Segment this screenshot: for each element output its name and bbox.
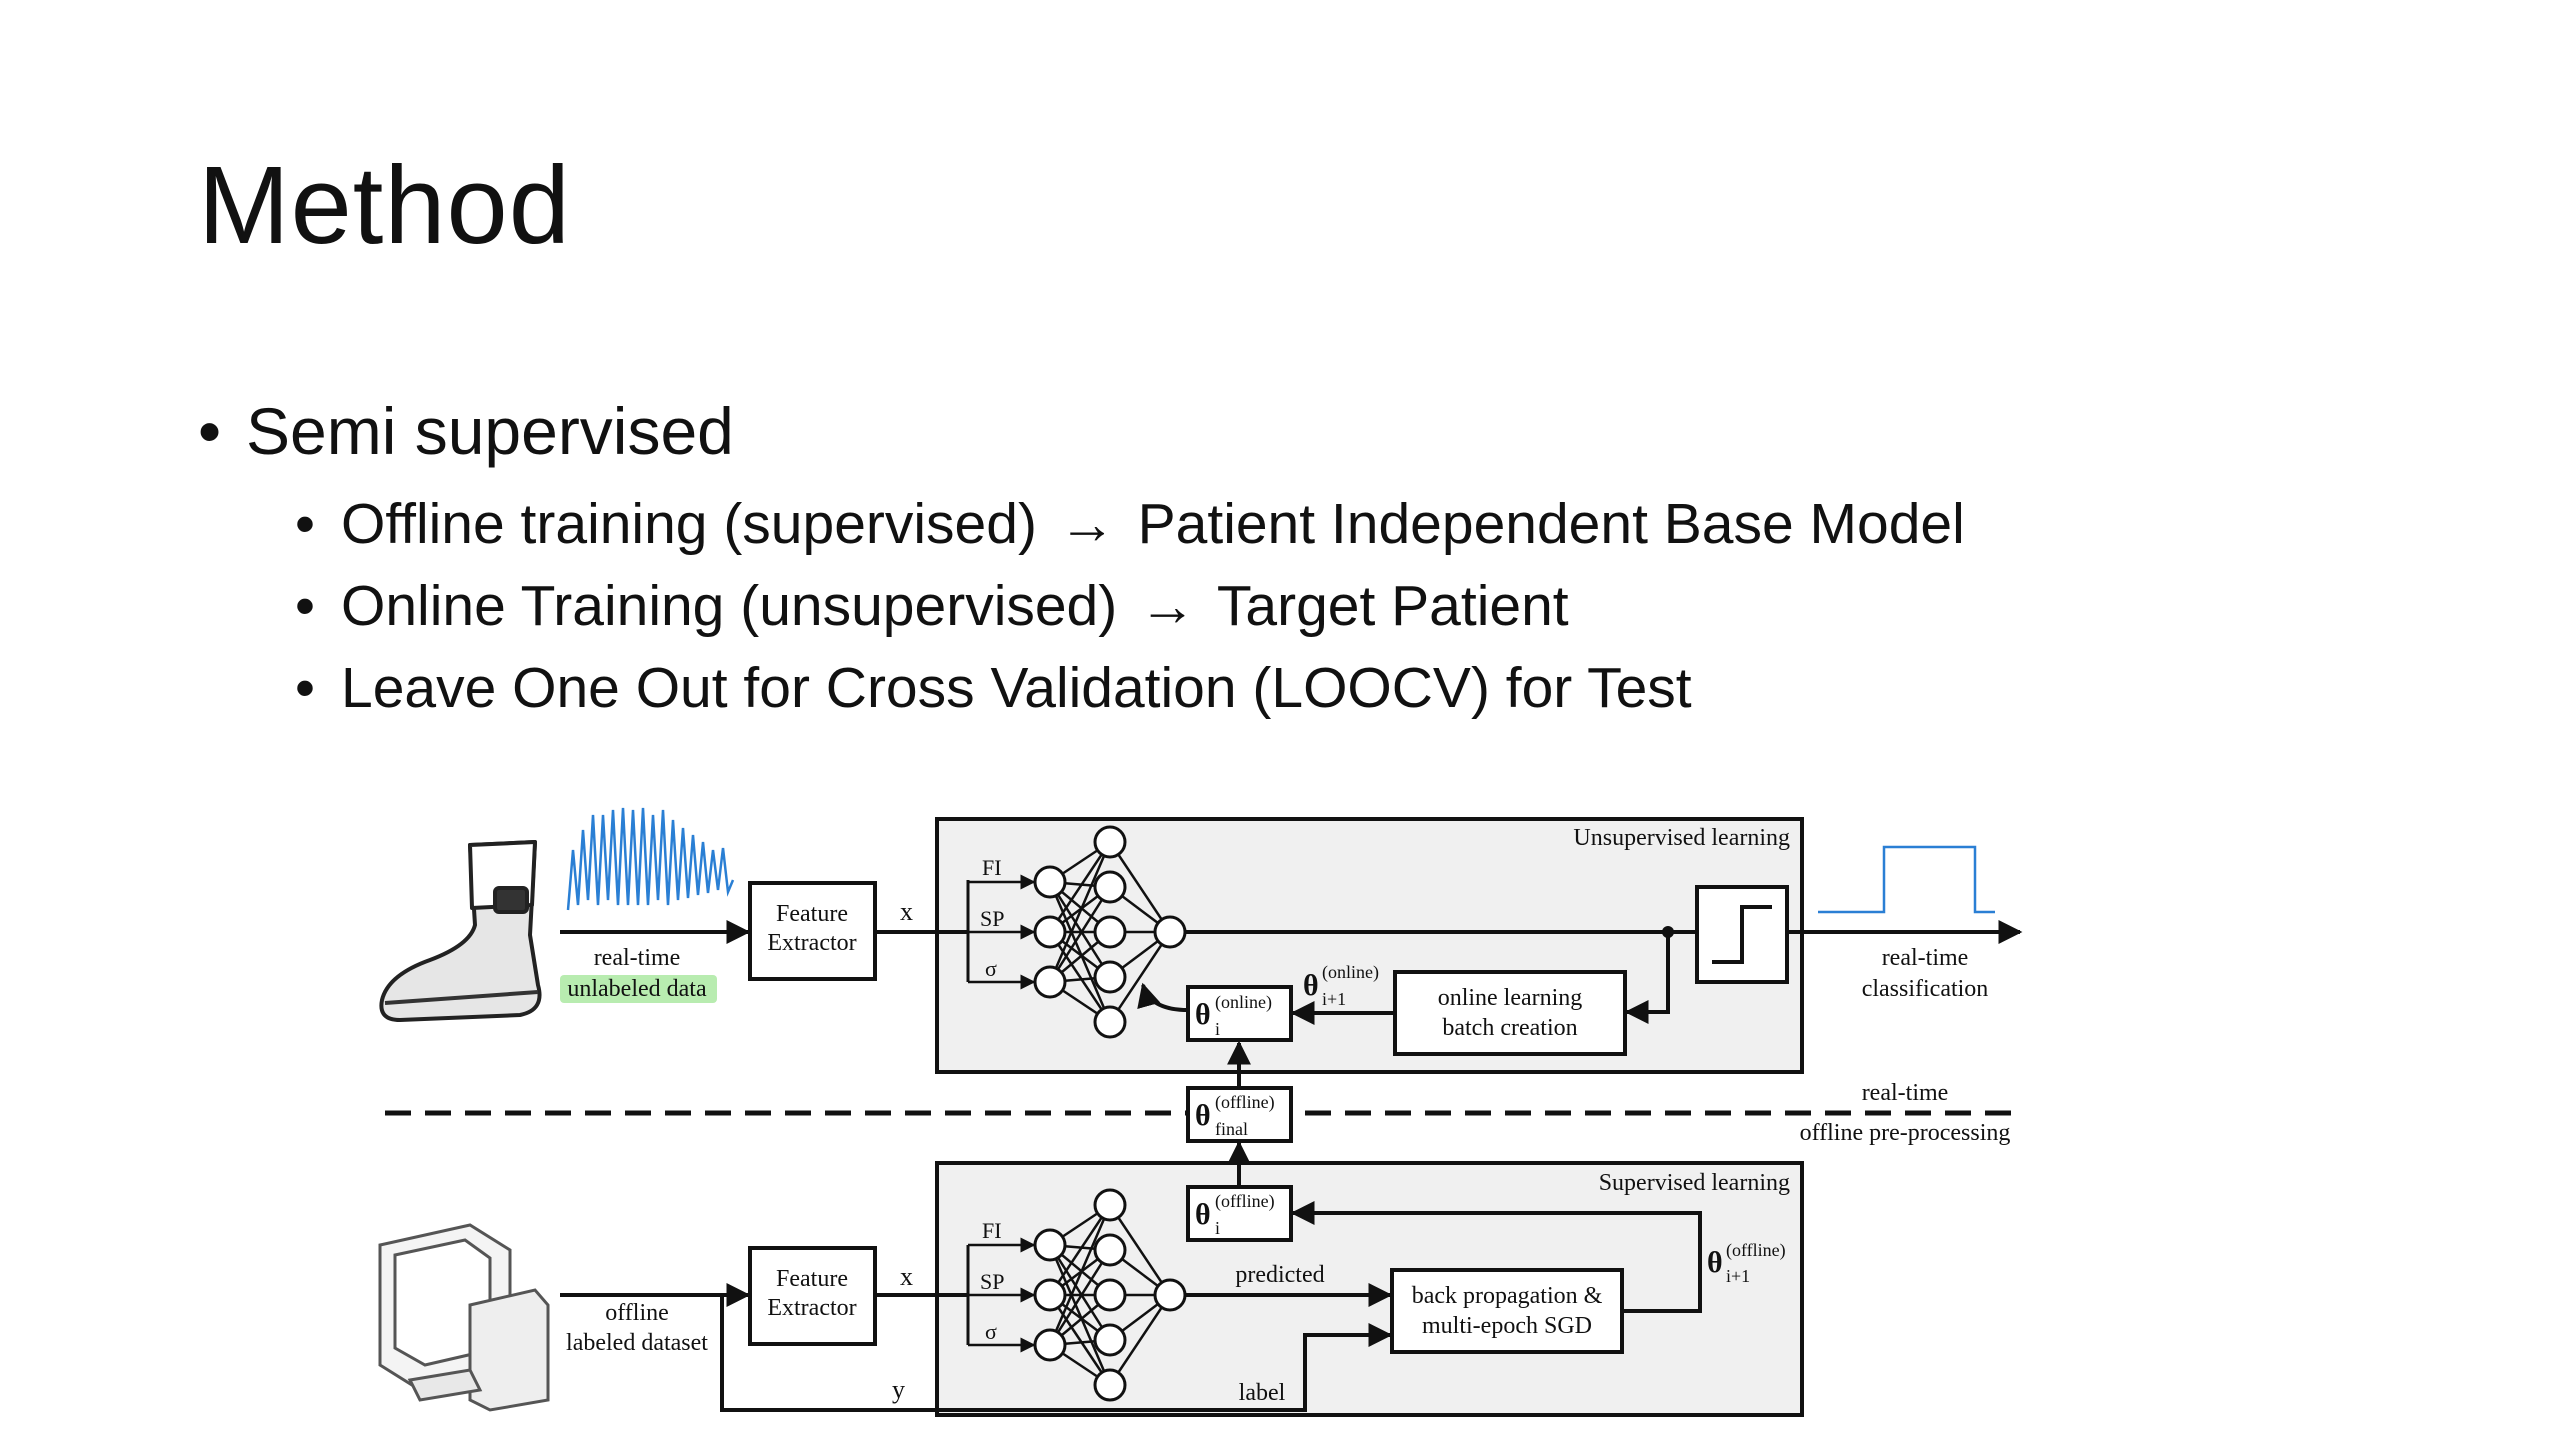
backprop-label-1: back propagation & <box>1412 1283 1603 1309</box>
theta-online-i: θ <box>1195 998 1211 1031</box>
threshold-block <box>1695 885 1789 984</box>
realtime-output-label-2: classification <box>1862 976 1989 1002</box>
theta-offline-next: θ <box>1707 1246 1723 1279</box>
backprop-label-2: multi-epoch SGD <box>1422 1313 1592 1339</box>
theta-online-next-sup: (online) <box>1322 962 1379 983</box>
feature-extractor-bottom-label-2: Extractor <box>767 1295 856 1321</box>
foot-sensor-icon <box>379 840 542 1022</box>
feature-extractor-top-label-2: Extractor <box>767 930 856 956</box>
feature-extractor-top <box>748 881 877 981</box>
x-label-top: x <box>900 897 913 926</box>
theta-online-i-sub: i <box>1215 1019 1220 1039</box>
sub-bullet-offline: Offline training (supervised) → Patient … <box>295 483 1965 565</box>
input-sp-top: SP <box>980 906 1004 931</box>
computer-icon <box>378 1223 550 1412</box>
supervised-panel <box>935 1161 1804 1417</box>
bullet-semi-supervised: Semi supervised <box>198 390 1965 473</box>
bullet-list: Semi supervised Offline training (superv… <box>198 390 1965 729</box>
realtime-input-label-1: real-time <box>594 945 681 971</box>
realtime-input-label-2: unlabeled data <box>567 976 707 1002</box>
input-sigma-bottom: σ <box>985 1319 997 1344</box>
offline-input-label-2: labeled dataset <box>566 1330 708 1356</box>
theta-offline-i: θ <box>1195 1198 1211 1231</box>
input-fi-bottom: FI <box>982 1218 1002 1243</box>
theta-online-i-sup: (online) <box>1215 992 1272 1013</box>
theta-online-next: θ <box>1303 969 1319 1002</box>
unsupervised-label: Unsupervised learning <box>1573 825 1790 851</box>
theta-offline-i-sub: i <box>1215 1218 1220 1238</box>
target-patient-text: Target Patient <box>1216 573 1569 638</box>
supervised-label: Supervised learning <box>1599 1170 1790 1196</box>
input-sp-bottom: SP <box>980 1269 1004 1294</box>
feature-extractor-top-label-1: Feature <box>776 901 848 927</box>
predicted-label: predicted <box>1235 1262 1324 1288</box>
online-batch-label-1: online learning <box>1438 985 1583 1011</box>
eeg-signal <box>566 807 735 911</box>
online-batch-label-2: batch creation <box>1442 1015 1577 1041</box>
unlabeled-highlight <box>560 975 717 1003</box>
backprop-box <box>1390 1268 1624 1354</box>
realtime-output-label-1: real-time <box>1882 945 1969 971</box>
theta-offline-next-sup: (offline) <box>1726 1240 1786 1261</box>
sub-bullet-online: Online Training (unsupervised) → Target … <box>295 565 1965 647</box>
neural-network-top <box>968 825 1187 1039</box>
feature-extractor-bottom-label-1: Feature <box>776 1266 848 1292</box>
arrow-icon: → <box>1139 573 1197 638</box>
x-label-bottom: x <box>900 1262 913 1291</box>
theta-online-next-sub: i+1 <box>1322 989 1346 1009</box>
theta-offline-next-sub: i+1 <box>1726 1266 1750 1286</box>
arrow-icon: → <box>1058 491 1116 556</box>
online-training-text: Online Training (unsupervised) <box>341 573 1118 638</box>
offline-input-label-1: offline <box>605 1300 669 1326</box>
output-pulse <box>1818 845 1995 914</box>
theta-offline-box <box>1186 1185 1293 1242</box>
online-batch-box <box>1393 970 1627 1056</box>
neural-network-bottom <box>968 1188 1187 1402</box>
slide-title: Method <box>198 144 571 267</box>
theta-final-sub: final <box>1215 1119 1248 1139</box>
input-fi-top: FI <box>982 855 1002 880</box>
feature-extractor-bottom <box>748 1246 877 1346</box>
sub-bullet-list: Offline training (supervised) → Patient … <box>295 483 1965 729</box>
base-model-text: Patient Independent Base Model <box>1137 491 1965 556</box>
y-label: y <box>892 1375 905 1404</box>
theta-online-box <box>1186 985 1293 1042</box>
unsupervised-panel <box>935 817 1804 1074</box>
input-sigma-top: σ <box>985 956 997 981</box>
theta-final-box <box>1186 1086 1293 1143</box>
theta-final-sup: (offline) <box>1215 1092 1275 1113</box>
offline-training-text: Offline training (supervised) <box>341 491 1037 556</box>
theta-final: θ <box>1195 1099 1211 1132</box>
sub-bullet-loocv: Leave One Out for Cross Validation (LOOC… <box>295 647 1965 729</box>
theta-offline-i-sup: (offline) <box>1215 1191 1275 1212</box>
offline-divider-label: offline pre-processing <box>1800 1120 2011 1146</box>
realtime-divider-label: real-time <box>1862 1080 1949 1106</box>
label-label: label <box>1239 1380 1286 1406</box>
